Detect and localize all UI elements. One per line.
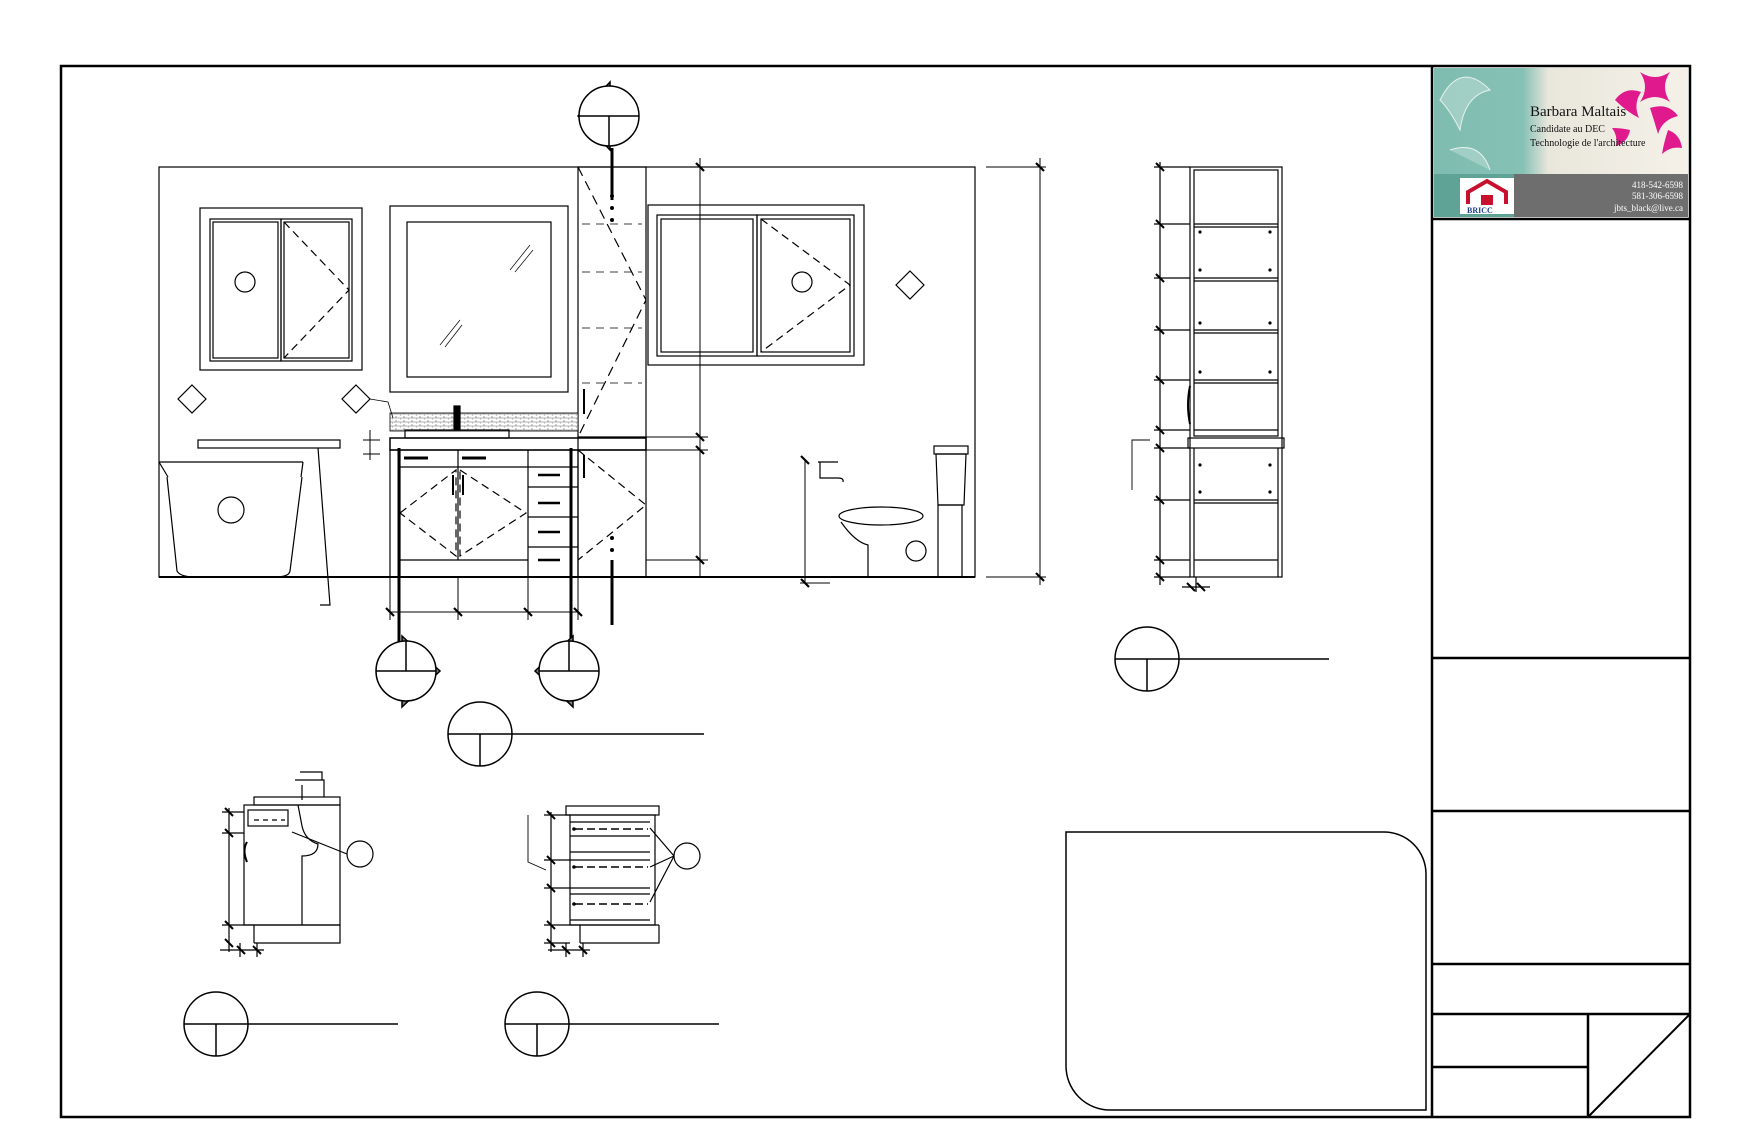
vanity-cabinet	[389, 449, 579, 578]
backsplash-tile	[389, 412, 579, 432]
main-elevation	[158, 148, 976, 655]
notes-box	[1065, 831, 1427, 1111]
detail-callout	[673, 842, 701, 870]
page-fold-corner	[1587, 1013, 1691, 1118]
tall-cabinet	[577, 166, 647, 578]
mirror	[389, 205, 569, 393]
email: jbts_black@live.ca	[1613, 203, 1683, 213]
title-column-rows	[1432, 217, 1690, 1117]
drawer-section	[527, 805, 701, 957]
detail-callout	[346, 840, 374, 868]
title-marker	[447, 701, 704, 767]
laundry-sink	[158, 439, 341, 606]
title-block-card: Barbara Maltais Candidate au DEC Technol…	[1434, 68, 1688, 217]
diamond-marker	[895, 270, 925, 300]
faucet	[453, 405, 461, 431]
vanity-section	[220, 771, 374, 957]
left-window	[199, 207, 363, 371]
designer-name: Barbara Maltais	[1530, 104, 1626, 120]
vanity-countertop	[389, 437, 647, 451]
field-line: Technologie de l'architecture	[1530, 138, 1646, 149]
right-window	[647, 204, 865, 366]
diamond-marker	[341, 384, 371, 414]
elevation-dimensions	[363, 158, 1046, 620]
program-line: Candidate au DEC	[1530, 124, 1605, 135]
flower-ornament	[1612, 72, 1682, 154]
section-marker-left	[375, 634, 442, 709]
leaf-ornament	[1439, 76, 1492, 171]
phone-1: 418-542-6598	[1632, 180, 1683, 190]
toilet	[818, 445, 969, 578]
house-logo: BRICC	[1460, 178, 1514, 215]
linen-cabinet-elevation	[1131, 162, 1285, 592]
title-marker	[1114, 626, 1329, 692]
section-marker-top	[576, 80, 640, 152]
svg-text:BRICC: BRICC	[1467, 206, 1493, 215]
title-marker	[183, 991, 398, 1057]
sheet-border	[59, 64, 1692, 1119]
section-marker-right	[533, 634, 600, 709]
diamond-marker	[177, 384, 207, 414]
phone-2: 581-306-6598	[1632, 191, 1683, 201]
title-marker	[504, 991, 719, 1057]
